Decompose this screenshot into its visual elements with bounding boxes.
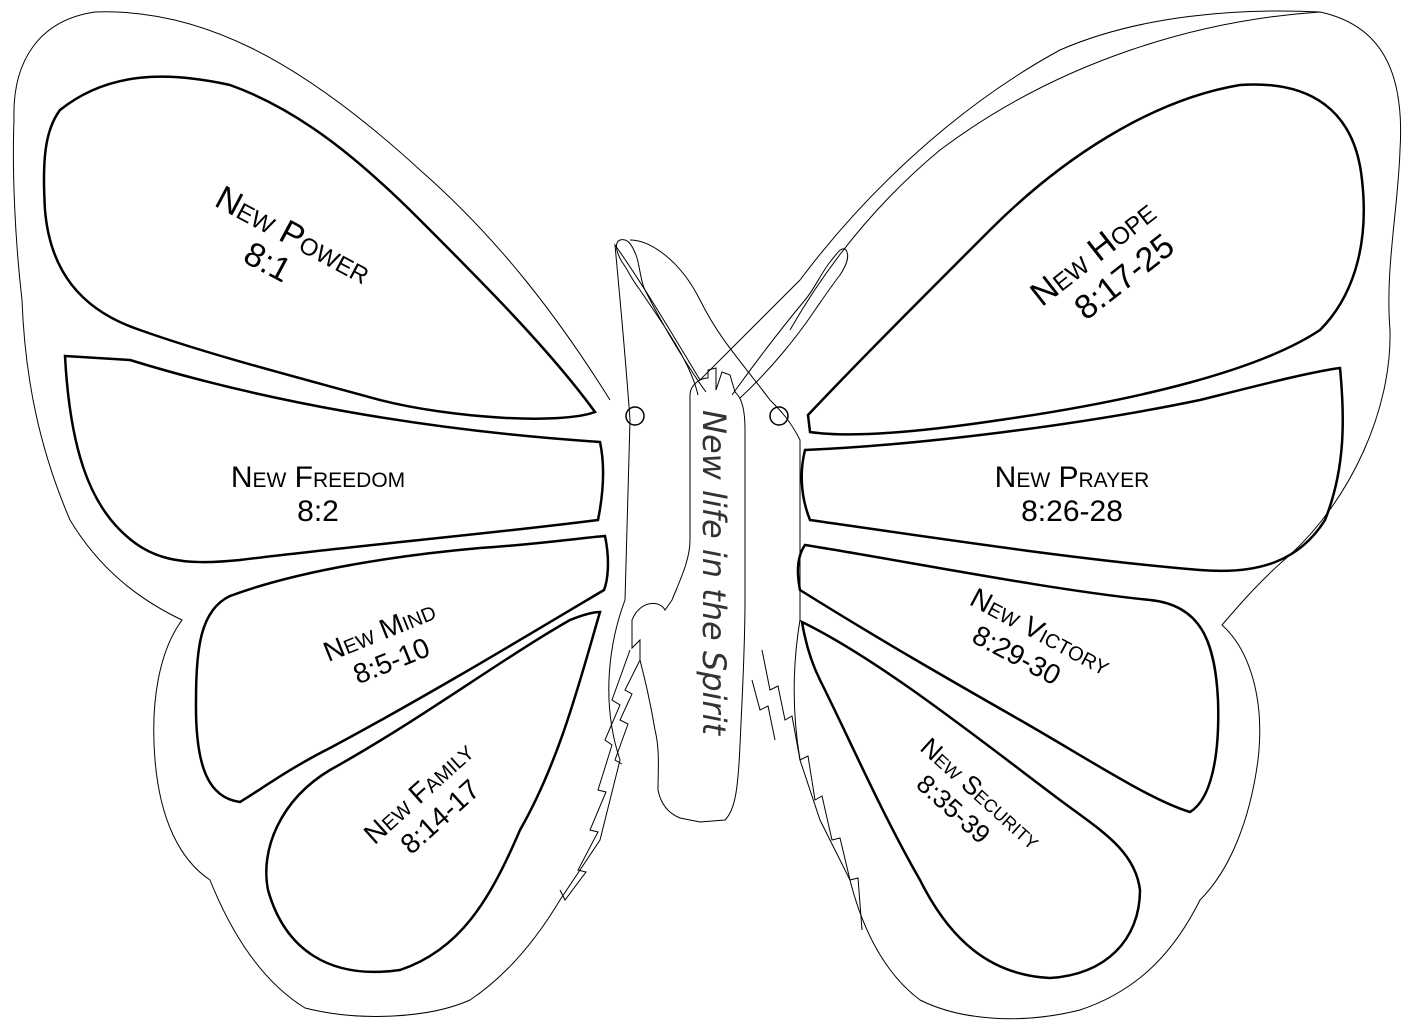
wing-ref-prayer: 8:26-28: [1021, 495, 1123, 528]
body-fringe-left: [560, 650, 640, 900]
eye-left-icon: [626, 407, 644, 425]
antenna-right: [732, 249, 848, 398]
antenna-left: [616, 240, 706, 395]
wing-title-prayer: New Prayer: [995, 461, 1150, 494]
body-fringe-right: [752, 650, 862, 930]
wing-title-freedom: New Freedom: [231, 461, 405, 494]
body-caption: New life in the Spirit: [695, 410, 733, 736]
wing-title-power: New Power: [209, 179, 377, 292]
wing-ref-freedom: 8:2: [297, 495, 339, 528]
wing-panel-victory: [798, 545, 1218, 812]
